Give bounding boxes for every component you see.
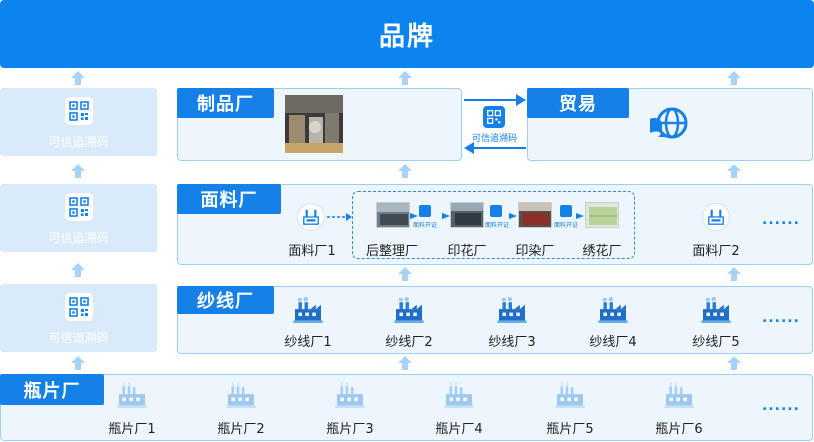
up-arrow-icon [397,70,413,86]
flake-factory-icon [664,382,694,408]
step-label: 绣花厂 [582,244,622,259]
flake-factory-icon [226,382,256,408]
up-arrow-icon [397,355,413,371]
yarn-factory-label: 纱线厂1 [284,335,332,350]
flake-factory-label: 瓶片厂1 [108,422,156,437]
dashed-arrow [327,213,352,221]
fabric-factory-1-badge [297,203,325,231]
flake-label: 瓶片厂 [0,374,104,405]
fabric-factory-2-badge [702,203,730,231]
step-arrow [509,213,517,219]
flake-factory-icon [335,382,365,408]
qr-card: 可信追溯码 [0,284,157,352]
trade-label: 贸易 [527,88,629,118]
yarn-factory-icon [701,297,731,323]
flake-factory-label: 瓶片厂4 [435,422,483,437]
yarn-factory-label: 纱线厂4 [589,335,637,350]
up-arrow-icon [70,355,86,371]
brand-bar: 品牌 [0,0,814,68]
qr-code-icon [69,101,89,121]
up-arrow-icon [726,163,742,179]
fabric-factory-2-label: 面料厂2 [692,244,740,259]
up-arrow-icon [397,266,413,282]
yarn-factory-label: 纱线厂2 [385,335,433,350]
step-arrow [442,213,450,219]
up-arrow-icon [70,70,86,86]
fabric-label: 面料厂 [177,184,281,214]
dyeing-photo [518,202,552,228]
flake-factory-icon [117,382,147,408]
yarn-factory-icon [598,297,628,323]
brand-title: 品牌 [378,21,435,52]
certificate-tag: 面料开证 [413,222,438,229]
qr-label: 可信追溯码 [48,331,109,345]
exchange-arrows [464,94,526,154]
yarn-label: 纱线厂 [177,286,274,314]
flake-factory-label: 瓶片厂5 [546,422,594,437]
certificate-tag: 面料开证 [485,222,510,229]
yarn-factory-icon [293,297,323,323]
qr-code-icon [69,297,89,317]
qr-badge-small [560,205,572,217]
qr-badge-small [419,205,431,217]
processing-group [352,191,635,259]
up-arrow-icon [397,163,413,179]
factory-photo [285,95,343,153]
more-indicator: ...... [762,398,800,414]
yarn-factory-label: 纱线厂3 [488,335,536,350]
yarn-factory-icon [497,297,527,323]
step-arrow [576,213,584,219]
yarn-factory-icon [394,297,424,323]
step-arrow [410,213,418,219]
qr-label: 可信追溯码 [48,231,109,245]
up-arrow-icon [726,70,742,86]
printing-photo [450,202,484,228]
fabric-factory-icon [707,208,725,226]
qr-badge [483,106,505,128]
more-indicator: ...... [762,310,800,326]
yarn-factory-label: 纱线厂5 [692,335,740,350]
up-arrow-icon [70,163,86,179]
finishing-photo [376,202,410,228]
fabric-factory-1-label: 面料厂1 [288,244,336,259]
up-arrow-icon [726,355,742,371]
qr-label: 可信追溯码 [48,135,109,149]
flake-factory-icon [444,382,474,408]
qr-code-icon [487,110,501,124]
finished-goods-label: 制品厂 [177,88,274,118]
flake-factory-label: 瓶片厂3 [326,422,374,437]
qr-code-icon [69,197,89,217]
globe-icon [650,107,688,139]
qr-badge-small [490,205,502,217]
step-label: 印染厂 [515,244,555,259]
embroidery-photo [585,202,619,228]
up-arrow-icon [726,266,742,282]
certificate-tag: 面料开证 [554,222,579,229]
exchange-qr-label: 可信追溯码 [471,134,517,144]
flake-factory-label: 瓶片厂2 [217,422,265,437]
qr-card: 可信追溯码 [0,184,157,252]
fabric-factory-icon [302,208,320,226]
qr-card: 可信追溯码 [0,88,157,156]
up-arrow-icon [70,262,86,278]
flake-factory-label: 瓶片厂6 [655,422,703,437]
more-indicator: ...... [762,212,800,228]
step-label: 印花厂 [447,244,487,259]
step-label: 后整理厂 [365,244,418,259]
flake-factory-icon [555,382,585,408]
